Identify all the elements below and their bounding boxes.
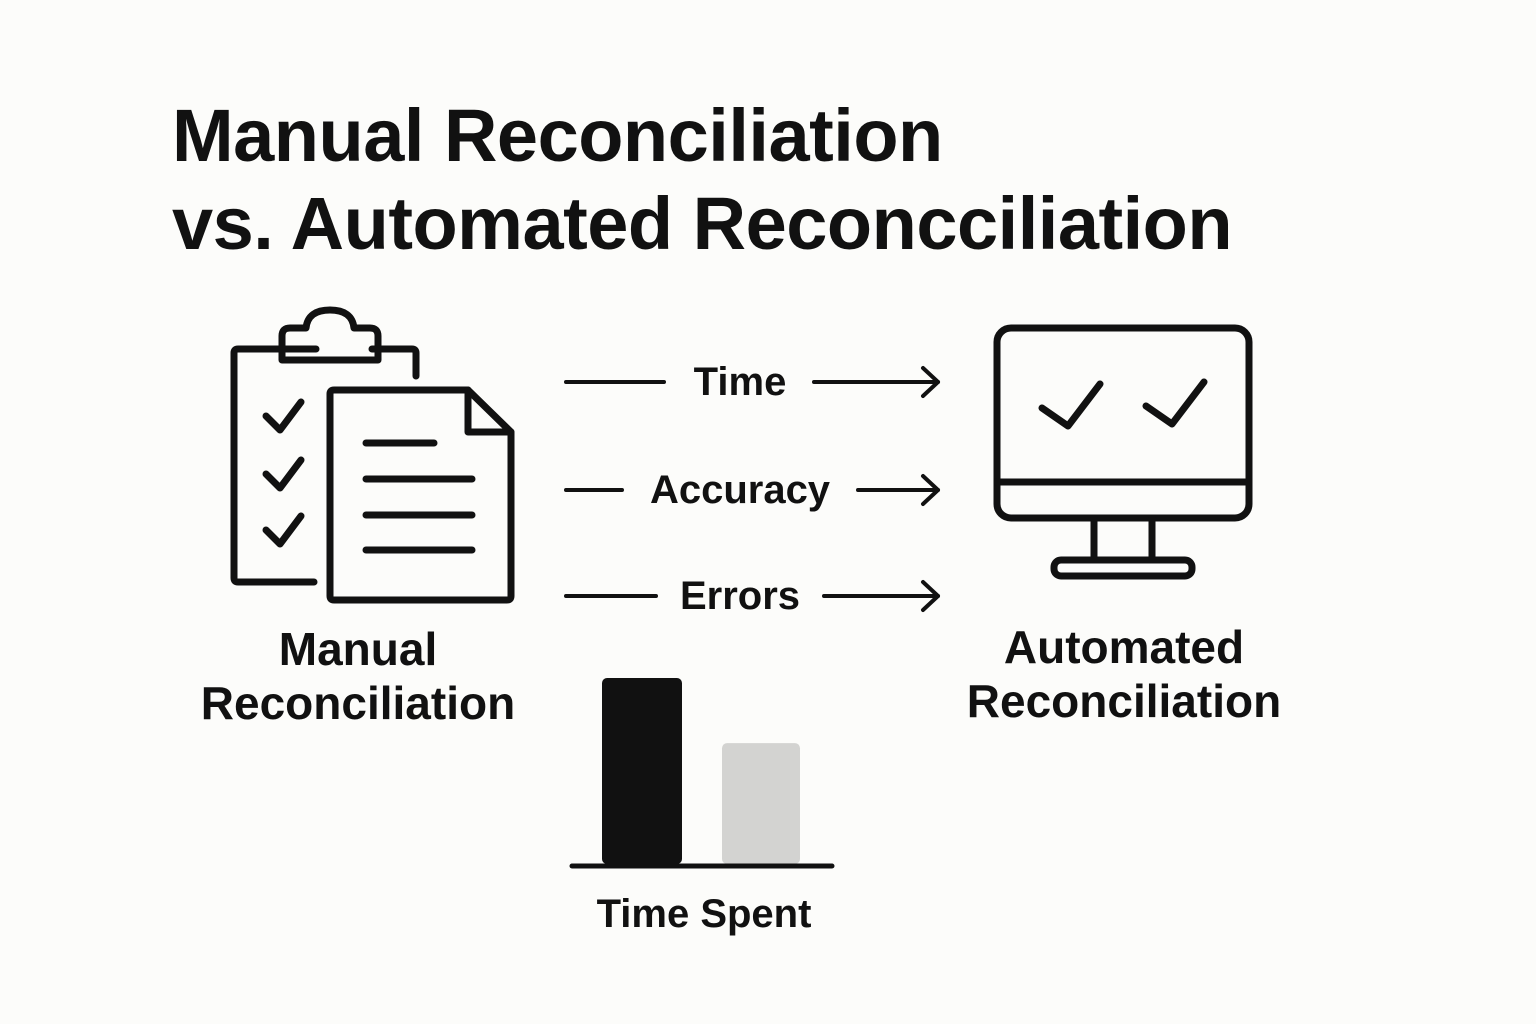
automated-reconciliation-label: Automated Reconciliation bbox=[944, 620, 1304, 728]
bar-automated bbox=[722, 743, 800, 864]
manual-label-line-2: Reconciliation bbox=[200, 677, 516, 729]
arrow-right-icon bbox=[564, 474, 940, 506]
manual-reconciliation-label: Manual Reconciliation bbox=[178, 622, 538, 730]
metric-time: Time bbox=[560, 352, 950, 412]
arrow-right-icon bbox=[564, 366, 940, 398]
automated-label-line-2: Reconciliation bbox=[966, 675, 1282, 727]
manual-label-line-1: Manual bbox=[278, 623, 438, 675]
chart-xlabel: Time Spent bbox=[596, 892, 812, 936]
bar-manual bbox=[602, 678, 682, 864]
metric-accuracy: Accuracy bbox=[560, 460, 950, 520]
automated-label-line-1: Automated bbox=[1003, 621, 1245, 673]
monitor-checkmarks-icon bbox=[993, 324, 1253, 580]
arrow-right-icon bbox=[564, 580, 940, 612]
metric-label-time: Time bbox=[693, 360, 787, 404]
clipboard-document-checklist-icon bbox=[230, 306, 515, 604]
page-title: Manual Reconciliation vs. Automated Reco… bbox=[172, 92, 1233, 268]
title-line-2: vs. Automated Reconcciliation bbox=[172, 182, 1233, 265]
metric-errors: Errors bbox=[560, 566, 950, 626]
title-line-1: Manual Reconciliation bbox=[172, 94, 943, 177]
metric-label-errors: Errors bbox=[679, 574, 801, 618]
time-spent-chart bbox=[569, 678, 835, 869]
metric-label-accuracy: Accuracy bbox=[649, 468, 831, 512]
